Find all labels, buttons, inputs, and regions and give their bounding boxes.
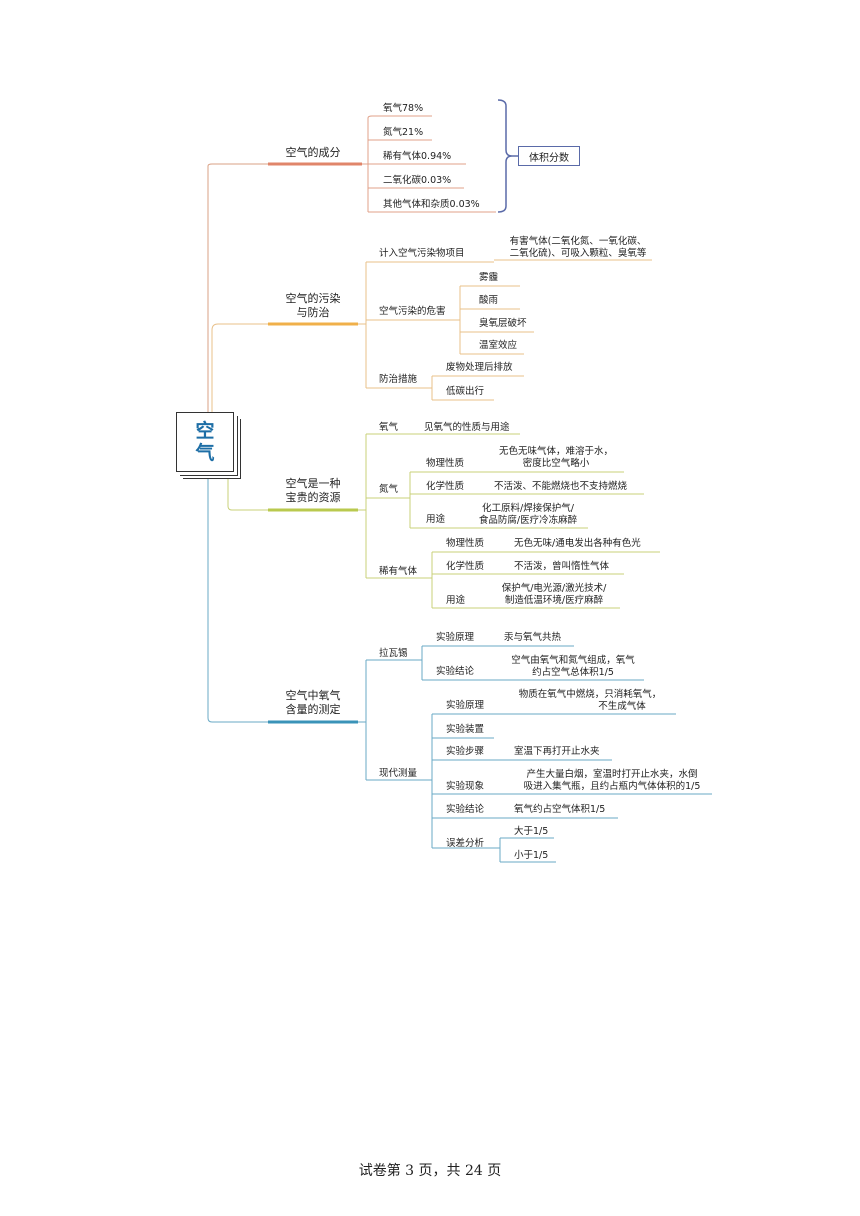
b2-harm-acid-rain: 酸雨: [479, 294, 498, 306]
b3-noble-physical-label: 物理性质: [446, 537, 485, 549]
b4-modern-steps-label: 实验步骤: [446, 745, 484, 757]
b4-lavoisier-conclusion-value-2: 约占空气总体积1/5: [532, 666, 614, 678]
b4-modern-phenomenon-label: 实验现象: [446, 780, 485, 792]
b4-modern-principle-value-2: 不生成气体: [598, 700, 646, 712]
b2-pollutants-text-2: 二氧化硫)、可吸入颗粒、臭氧等: [510, 247, 647, 259]
b4-connectors: [358, 645, 712, 863]
b3-nitrogen-use-label: 用途: [426, 513, 446, 525]
b4-modern-device-label: 实验装置: [446, 723, 484, 735]
b3-nitrogen-physical-label: 物理性质: [426, 457, 465, 469]
b3-noble-use-value-2: 制造低温环境/医疗麻醉: [505, 594, 604, 606]
b4-lavoisier-principle-value: 汞与氧气共热: [504, 631, 562, 643]
b2-measures-label: 防治措施: [379, 373, 418, 385]
b3-nitrogen-physical-value-2: 密度比空气略小: [523, 457, 590, 469]
b4-modern-error-less: 小于1/5: [514, 850, 548, 861]
b2-connectors: [358, 259, 652, 401]
b3-nitrogen-chemical-value: 不活泼、不能燃烧也不支持燃烧: [494, 480, 628, 492]
root-label-line2: 气: [195, 442, 215, 464]
summary-bracket: [497, 99, 513, 213]
connector-b2: [211, 323, 268, 412]
b1-item-noble-gas: 稀有气体0.94%: [383, 150, 451, 162]
b2-pollutants-label: 计入空气污染物项目: [379, 247, 465, 259]
b2-harm-ozone: 臭氧层破坏: [479, 317, 527, 329]
branch-label-b1: 空气的成分: [286, 145, 341, 159]
branch-label-b2-line2: 与防治: [297, 305, 330, 319]
b4-modern-error-label: 误差分析: [446, 837, 485, 849]
b3-connectors: [358, 433, 660, 609]
root-node: 空 气: [176, 412, 234, 472]
b2-measure-waste: 废物处理后排放: [446, 361, 513, 373]
root-label-line1: 空: [195, 420, 215, 442]
b4-modern-phenomenon-value-2: 吸进入集气瓶，且约占瓶内气体体积的1/5: [524, 780, 701, 792]
connector-b4: [207, 472, 268, 723]
b3-oxygen-value: 见氧气的性质与用途: [424, 421, 510, 433]
b2-pollutants-text-1: 有害气体(二氧化氮、一氧化碳、: [510, 235, 647, 247]
branch-label-b3-line1: 空气是一种: [286, 476, 341, 490]
b3-noble-physical-value: 无色无味/通电发出各种有色光: [514, 537, 641, 549]
connector-b1: [207, 163, 268, 412]
b3-nitrogen-use-value-1: 化工原料/焊接保护气/: [482, 502, 575, 514]
b1-item-co2: 二氧化碳0.03%: [383, 174, 451, 186]
page-footer: 试卷第 3 页，共 24 页: [358, 1163, 502, 1179]
b3-noble-chemical-label: 化学性质: [446, 560, 485, 572]
b3-nitrogen-use-value-2: 食品防腐/医疗冷冻麻醉: [479, 514, 578, 526]
b2-harm-smog: 雾霾: [479, 272, 499, 283]
b3-nitrogen-label: 氮气: [379, 483, 399, 495]
b2-harm-label: 空气污染的危害: [379, 305, 446, 317]
b3-nitrogen-physical-value-1: 无色无味气体，难溶于水，: [499, 445, 613, 457]
b3-noble-use-label: 用途: [446, 594, 466, 606]
branch-label-b3-line2: 宝贵的资源: [286, 490, 341, 504]
b2-measure-low-carbon: 低碳出行: [446, 385, 485, 397]
b4-modern-principle-label: 实验原理: [446, 699, 485, 711]
b4-modern-label: 现代测量: [379, 768, 418, 779]
b3-noble-label: 稀有气体: [379, 565, 418, 577]
b4-lavoisier-conclusion-label: 实验结论: [436, 665, 475, 677]
b4-modern-steps-value: 室温下再打开止水夹: [514, 745, 600, 757]
b2-harm-greenhouse: 温室效应: [479, 339, 518, 351]
b4-lavoisier-principle-label: 实验原理: [436, 631, 475, 643]
b1-item-nitrogen: 氮气21%: [383, 126, 423, 138]
b4-lavoisier-conclusion-value-1: 空气由氧气和氮气组成，氧气: [511, 654, 635, 666]
connector-b3: [227, 470, 268, 511]
b4-modern-error-greater: 大于1/5: [514, 825, 548, 837]
b4-modern-phenomenon-value-1: 产生大量白烟，室温时打开止水夹，水倒: [526, 768, 697, 780]
b4-modern-conclusion-value: 氧气约占空气体积1/5: [514, 803, 605, 815]
b4-modern-conclusion-label: 实验结论: [446, 803, 485, 815]
b4-lavoisier-label: 拉瓦锡: [379, 647, 408, 659]
b4-modern-principle-value-1: 物质在氧气中燃烧，只消耗氧气，: [519, 688, 662, 700]
b3-noble-chemical-value: 不活泼，曾叫惰性气体: [514, 560, 610, 572]
volume-fraction-box: 体积分数: [518, 146, 580, 166]
b1-connectors: [362, 115, 496, 213]
b3-noble-use-value-1: 保护气/电光源/激光技术/: [502, 582, 607, 594]
branch-label-b4-line1: 空气中氧气: [286, 688, 341, 702]
b3-oxygen-label: 氧气: [379, 421, 399, 433]
b3-nitrogen-chemical-label: 化学性质: [426, 480, 465, 492]
b1-item-others: 其他气体和杂质0.03%: [383, 198, 480, 210]
branch-label-b2-line1: 空气的污染: [286, 291, 341, 305]
branch-label-b4-line2: 含量的测定: [286, 702, 341, 716]
b1-item-oxygen-78: 氧气78%: [383, 102, 423, 114]
